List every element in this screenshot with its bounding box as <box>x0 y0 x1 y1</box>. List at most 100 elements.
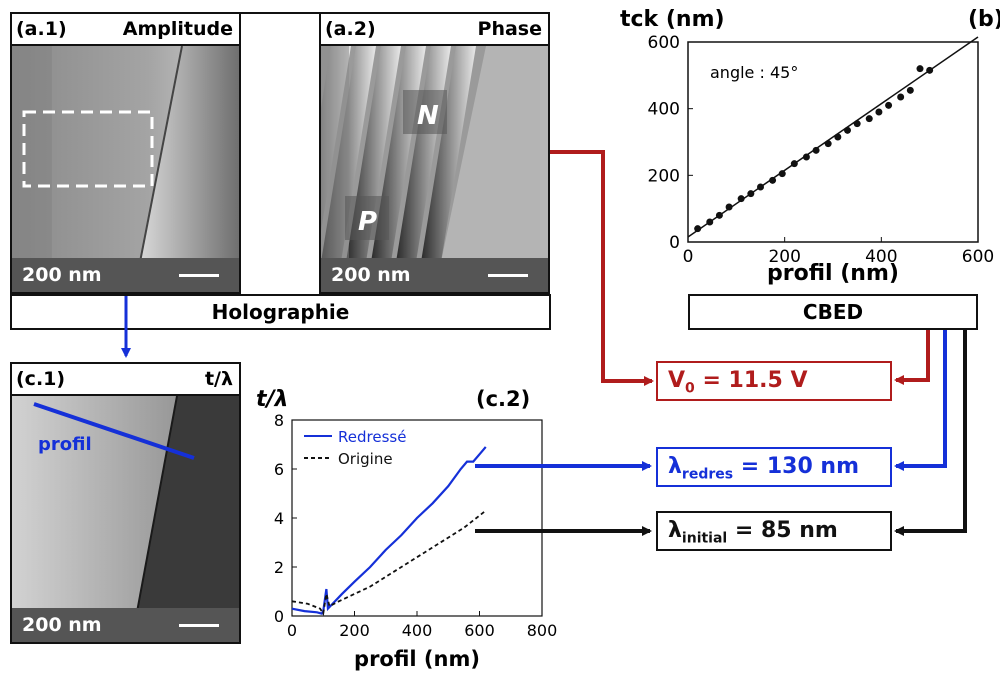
data-point <box>706 218 714 226</box>
data-point <box>769 176 777 184</box>
y-tick-label: 4 <box>274 509 284 528</box>
panel-c1-scale-label: 200 nm <box>22 614 102 636</box>
scale-bar <box>179 624 219 627</box>
holographie-box: Holographie <box>10 294 551 330</box>
v0-symbol: V <box>668 368 686 393</box>
v0-subscript: 0 <box>685 380 695 397</box>
arrow-cbed-to-lambda-initial <box>894 330 967 536</box>
panel-c1-id: (c.1) <box>16 368 66 390</box>
data-point <box>897 93 905 101</box>
label-p: P <box>358 207 377 237</box>
result-v0: V0 = 11.5 V <box>656 361 892 401</box>
result-lambda-initial: λinitial = 85 nm <box>656 511 892 551</box>
panel-a1-amplitude: (a.1) Amplitude 200 nm <box>10 12 241 294</box>
y-tick-label: 400 <box>648 100 680 120</box>
x-tick-label: 0 <box>287 621 297 640</box>
panel-a2-id: (a.2) <box>325 18 376 40</box>
scale-bar <box>488 274 528 277</box>
legend-label: Redressé <box>338 428 406 446</box>
x-tick-label: 200 <box>339 621 370 640</box>
y-tick-label: 0 <box>669 233 680 253</box>
phase-image: N P <box>321 46 548 262</box>
y-tick-label: 2 <box>274 558 284 577</box>
panel-a1-id: (a.1) <box>16 18 67 40</box>
image-connector <box>239 12 321 14</box>
profile-line <box>33 402 195 460</box>
panel-a2-footer: 200 nm <box>321 258 548 292</box>
arrow-cbed-to-v0 <box>894 330 930 385</box>
label-n: N <box>417 101 439 131</box>
panel-a1-title: Amplitude <box>122 18 233 40</box>
arrow-cbed-to-lambda-redres <box>894 330 947 471</box>
x-axis-label: profil (nm) <box>767 261 899 286</box>
lambda-initial-value: = 85 nm <box>727 518 838 543</box>
cbed-box: CBED <box>688 294 978 330</box>
data-point <box>747 190 755 198</box>
x-tick-label: 800 <box>527 621 558 640</box>
data-point <box>906 86 914 94</box>
profile-label: profil <box>38 434 92 455</box>
panel-a2-header: (a.2) Phase <box>321 14 548 46</box>
v0-value: = 11.5 V <box>694 368 808 393</box>
selection-rectangle <box>22 110 154 188</box>
holographie-label: Holographie <box>211 300 350 324</box>
data-point <box>778 170 786 178</box>
data-point <box>812 146 820 154</box>
plot-frame <box>687 41 979 243</box>
panel-c1-header: (c.1) t/λ <box>12 364 239 396</box>
x-tick-label: 200 <box>768 247 800 267</box>
panel-a1-scale-label: 200 nm <box>22 264 102 286</box>
x-tick-label: 400 <box>865 247 897 267</box>
cbed-label: CBED <box>802 300 864 324</box>
panel-a2-phase: (a.2) Phase N P 200 nm <box>319 12 550 294</box>
thickness-image: profil <box>12 396 239 612</box>
data-point <box>916 65 924 73</box>
data-point <box>757 183 764 191</box>
y-tick-label: 8 <box>274 411 284 430</box>
data-point <box>725 203 733 211</box>
data-point <box>844 126 851 134</box>
data-point <box>802 153 810 161</box>
x-tick-label: 600 <box>962 247 994 267</box>
panel-c1-title: t/λ <box>204 368 233 390</box>
panel-a2-scale-label: 200 nm <box>331 264 411 286</box>
y-tick-label: 0 <box>274 607 284 626</box>
x-axis-label: profil (nm) <box>354 647 480 671</box>
amplitude-image <box>12 46 239 262</box>
data-point <box>885 101 893 109</box>
panel-a2-title: Phase <box>477 18 542 40</box>
result-lambda-redres: λredres = 130 nm <box>656 447 892 487</box>
lambda-initial-subscript: initial <box>681 530 728 547</box>
data-point <box>824 140 832 148</box>
data-point <box>715 211 723 219</box>
panel-a1-footer: 200 nm <box>12 258 239 292</box>
lambda-redres-symbol: λ <box>668 454 682 479</box>
y-tick-label: 600 <box>648 33 680 53</box>
lambda-redres-value: = 130 nm <box>733 454 859 479</box>
x-tick-label: 0 <box>683 247 694 267</box>
scale-bar <box>179 274 219 277</box>
y-axis-label: tck (nm) <box>620 7 725 32</box>
angle-annotation: angle : 45° <box>710 63 798 82</box>
data-point <box>853 120 861 128</box>
data-point <box>865 115 873 123</box>
panel-c2-id: (c.2) <box>476 387 530 411</box>
panel-c1-thickness: (c.1) t/λ profil 200 nm <box>10 362 241 644</box>
legend-label: Origine <box>338 450 393 468</box>
y-tick-label: 200 <box>648 166 680 186</box>
panel-b-id: (b) <box>968 7 1000 32</box>
data-point <box>834 133 842 141</box>
data-point <box>926 66 934 74</box>
y-tick-label: 6 <box>274 460 284 479</box>
panel-c1-footer: 200 nm <box>12 608 239 642</box>
lambda-initial-symbol: λ <box>668 518 682 543</box>
x-tick-label: 600 <box>464 621 495 640</box>
data-point <box>737 195 745 203</box>
series-line-origine <box>291 509 487 617</box>
x-tick-label: 400 <box>402 621 433 640</box>
panel-a1-header: (a.1) Amplitude <box>12 14 239 46</box>
data-point <box>790 160 798 168</box>
data-point <box>875 108 883 116</box>
